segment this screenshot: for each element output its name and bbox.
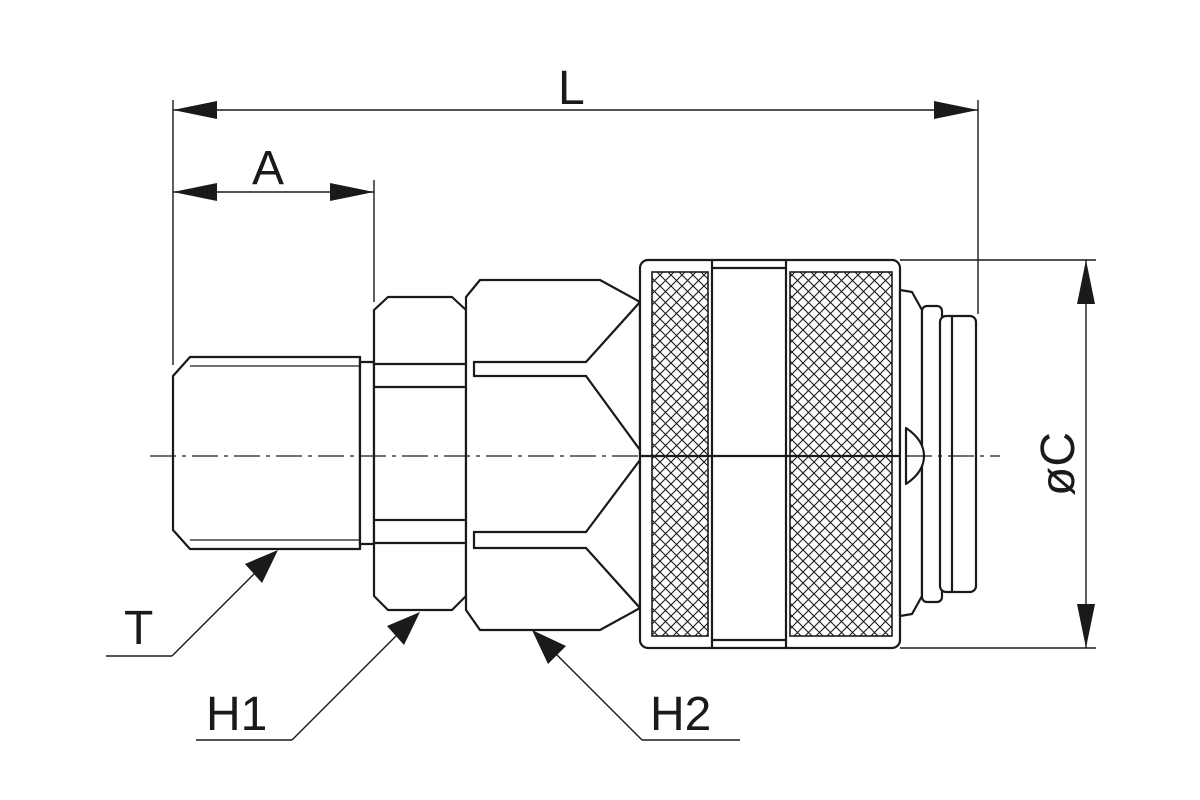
hex-nut-2 bbox=[464, 278, 642, 632]
leader-H2: H2 bbox=[532, 630, 740, 741]
dimension-label-C: øC bbox=[1032, 432, 1085, 496]
coupler-nose bbox=[898, 288, 978, 618]
dimension-L: L bbox=[172, 62, 979, 365]
dimension-C: øC bbox=[900, 259, 1096, 649]
dimension-A: A bbox=[173, 142, 375, 302]
leader-label-H2: H2 bbox=[650, 688, 711, 741]
coupler-sleeve bbox=[638, 258, 902, 650]
dimension-label-L: L bbox=[558, 62, 585, 115]
threaded-end bbox=[171, 355, 376, 551]
leader-H1: H1 bbox=[196, 612, 420, 741]
leader-label-T: T bbox=[124, 602, 153, 655]
leader-label-H1: H1 bbox=[206, 688, 267, 741]
leader-T: T bbox=[106, 550, 278, 657]
hex-nut-1 bbox=[372, 295, 468, 612]
dimension-label-A: A bbox=[252, 142, 284, 195]
